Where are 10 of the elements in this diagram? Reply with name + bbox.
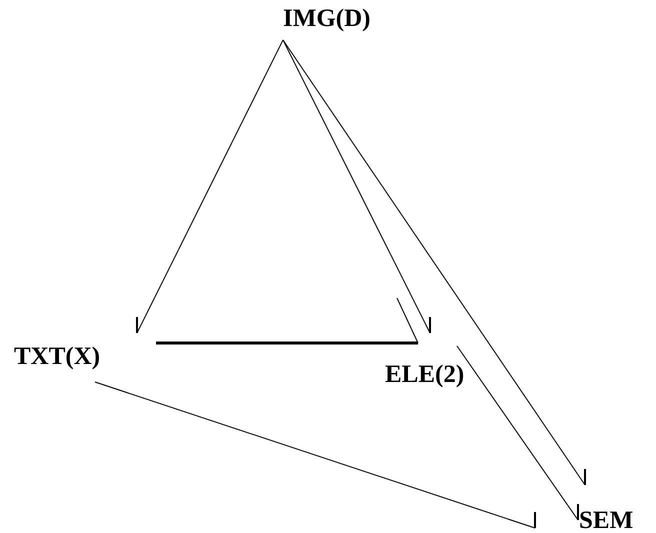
connector-line <box>282 40 431 334</box>
node-label: SEM <box>579 508 634 533</box>
connector-line <box>136 40 284 334</box>
connector-line <box>456 346 579 521</box>
connector-line <box>94 382 536 529</box>
node-label: TXT(X) <box>14 344 100 369</box>
connector-line <box>282 40 586 486</box>
connector-line <box>156 342 418 344</box>
node-label: IMG(D) <box>283 6 370 31</box>
node-label: ELE(2) <box>385 362 464 387</box>
